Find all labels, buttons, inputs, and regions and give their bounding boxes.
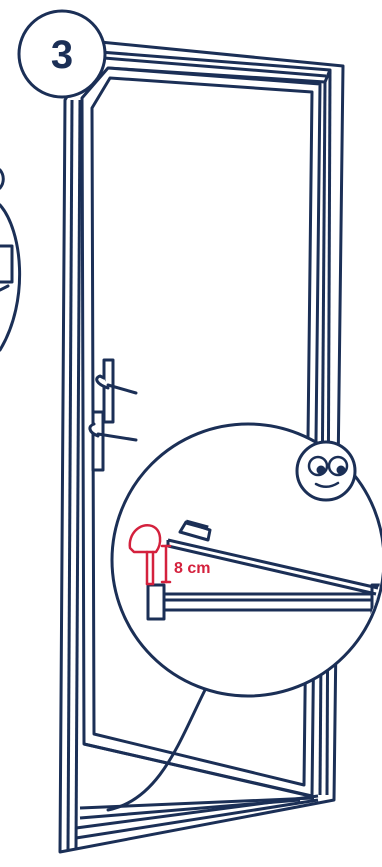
previous-step-detail-circle xyxy=(0,168,22,352)
door-handle-upper xyxy=(95,358,138,424)
detail-leader-line xyxy=(106,688,207,812)
step-number: 3 xyxy=(51,33,73,77)
door-handle-lower xyxy=(88,410,138,472)
door-sensor-icon xyxy=(178,519,212,542)
measurement-label: 8 cm xyxy=(174,560,210,577)
smiley-face-icon xyxy=(295,440,357,502)
measurement-marker xyxy=(128,523,172,586)
step-badge: 3 xyxy=(17,9,107,99)
